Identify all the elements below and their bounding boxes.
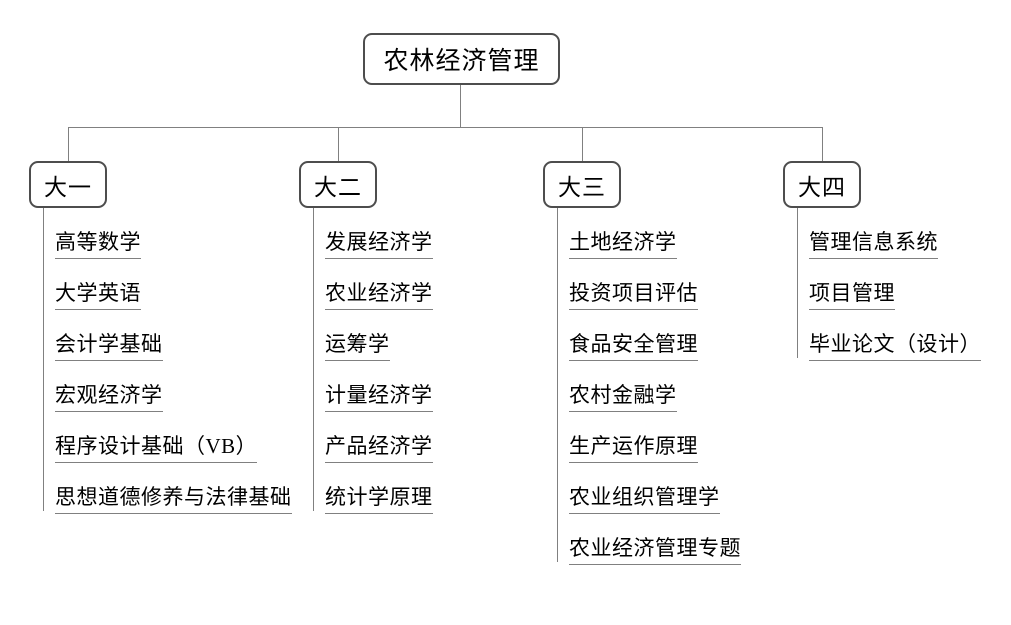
course-item: 食品安全管理	[557, 310, 741, 361]
course-item: 高等数学	[43, 208, 292, 259]
course-item: 计量经济学	[313, 361, 433, 412]
course-list: 高等数学大学英语会计学基础宏观经济学程序设计基础（VB） 思想道德修养与法律基础	[43, 208, 292, 514]
course-column-year-1: 高等数学大学英语会计学基础宏观经济学程序设计基础（VB） 思想道德修养与法律基础	[43, 208, 292, 514]
course-item-label: 投资项目评估	[569, 280, 698, 310]
bus-drop-connector-year-1	[68, 127, 69, 162]
course-item: 项目管理	[797, 259, 981, 310]
course-item: 土地经济学	[557, 208, 741, 259]
course-item: 农业经济学	[313, 259, 433, 310]
bus-drop-connector-year-2	[338, 127, 339, 162]
course-item: 宏观经济学	[43, 361, 292, 412]
column-spine	[313, 208, 314, 511]
course-item: 农村金融学	[557, 361, 741, 412]
course-item-label: 农业经济学	[325, 280, 433, 310]
course-item: 产品经济学	[313, 412, 433, 463]
year-node-3: 大三	[543, 161, 621, 208]
course-column-year-4: 管理信息系统项目管理毕业论文（设计）	[797, 208, 981, 361]
course-item: 投资项目评估	[557, 259, 741, 310]
root-drop-connector	[460, 85, 461, 128]
course-item: 生产运作原理	[557, 412, 741, 463]
bus-drop-connector-year-4	[822, 127, 823, 162]
course-list: 土地经济学投资项目评估食品安全管理农村金融学生产运作原理农业组织管理学农业经济管…	[557, 208, 741, 565]
course-item-label: 农业组织管理学	[569, 484, 720, 514]
column-spine	[557, 208, 558, 562]
course-item-label: 农业经济管理专题	[569, 535, 741, 565]
course-item: 发展经济学	[313, 208, 433, 259]
course-item: 大学英语	[43, 259, 292, 310]
course-item-label: 食品安全管理	[569, 331, 698, 361]
course-item-label: 计量经济学	[325, 382, 433, 412]
root-node: 农林经济管理	[363, 33, 560, 85]
course-item: 管理信息系统	[797, 208, 981, 259]
bus-drop-connector-year-3	[582, 127, 583, 162]
course-item-label: 管理信息系统	[809, 229, 938, 259]
course-item-label: 统计学原理	[325, 484, 433, 514]
course-item: 农业组织管理学	[557, 463, 741, 514]
year-node-1: 大一	[29, 161, 107, 208]
year-node-2: 大二	[299, 161, 377, 208]
course-item: 会计学基础	[43, 310, 292, 361]
course-column-year-3: 土地经济学投资项目评估食品安全管理农村金融学生产运作原理农业组织管理学农业经济管…	[557, 208, 741, 565]
column-spine	[43, 208, 44, 511]
course-item-label: 运筹学	[325, 331, 390, 361]
course-item: 思想道德修养与法律基础	[43, 463, 292, 514]
course-list: 管理信息系统项目管理毕业论文（设计）	[797, 208, 981, 361]
course-item: 程序设计基础（VB）	[43, 412, 292, 463]
course-list: 发展经济学农业经济学运筹学计量经济学产品经济学统计学原理	[313, 208, 433, 514]
course-item-label: 生产运作原理	[569, 433, 698, 463]
course-item-label: 发展经济学	[325, 229, 433, 259]
horizontal-bus-connector	[68, 127, 823, 128]
course-item-label: 大学英语	[55, 280, 141, 310]
course-item-label: 产品经济学	[325, 433, 433, 463]
course-item-label: 程序设计基础（VB）	[55, 433, 258, 463]
course-item-label: 会计学基础	[55, 331, 163, 361]
course-item: 农业经济管理专题	[557, 514, 741, 565]
course-item-label: 宏观经济学	[55, 382, 163, 412]
column-spine	[797, 208, 798, 358]
course-item-label: 高等数学	[55, 229, 141, 259]
course-item: 统计学原理	[313, 463, 433, 514]
course-item-label: 思想道德修养与法律基础	[55, 484, 292, 514]
course-item-label: 项目管理	[809, 280, 895, 310]
course-item-label: 土地经济学	[569, 229, 677, 259]
course-item-label: 农村金融学	[569, 382, 677, 412]
year-node-4: 大四	[783, 161, 861, 208]
course-item-label: 毕业论文（设计）	[809, 331, 981, 361]
course-item: 毕业论文（设计）	[797, 310, 981, 361]
course-column-year-2: 发展经济学农业经济学运筹学计量经济学产品经济学统计学原理	[313, 208, 433, 514]
course-item: 运筹学	[313, 310, 433, 361]
